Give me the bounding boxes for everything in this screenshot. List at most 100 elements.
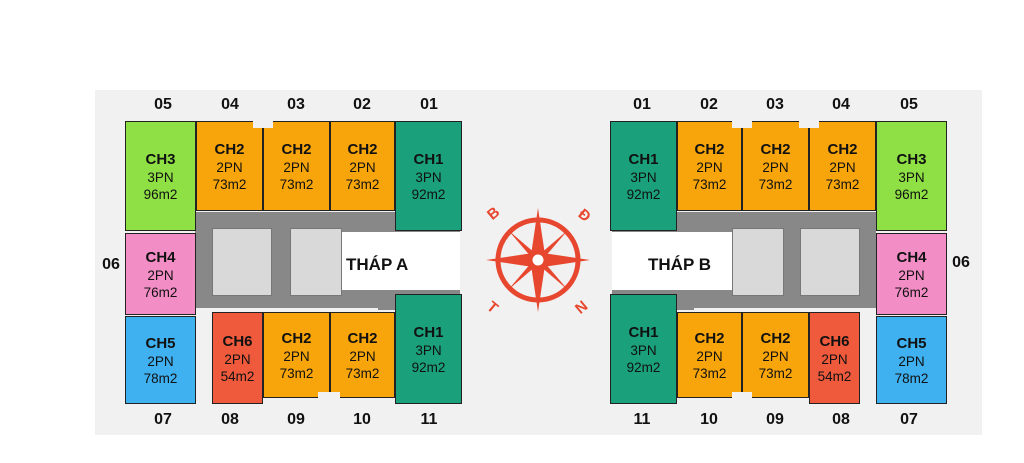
unit-rooms: 2PN: [349, 348, 376, 364]
apartment-unit-ch3[interactable]: CH3 3PN 96m2: [125, 121, 196, 231]
apartment-unit-ch2[interactable]: CH2 2PN 73m2: [196, 121, 263, 211]
compass-point-south: [531, 260, 545, 312]
unit-rooms: 2PN: [898, 267, 925, 283]
unit-area: 76m2: [143, 284, 178, 300]
apartment-unit-ch4[interactable]: CH4 2PN 76m2: [876, 233, 947, 315]
tower-a-unit-number: 06: [102, 256, 120, 273]
tower-b-unit-number: 05: [900, 96, 918, 113]
apartment-unit-ch2[interactable]: CH2 2PN 73m2: [742, 312, 809, 398]
apartment-unit-ch1[interactable]: CH1 3PN 92m2: [610, 121, 677, 231]
tower-b-unit-number: 08: [832, 411, 850, 428]
unit-code: CH1: [628, 323, 659, 341]
apartment-unit-ch2[interactable]: CH2 2PN 73m2: [677, 121, 742, 211]
apartment-unit-ch1[interactable]: CH1 3PN 92m2: [610, 294, 677, 404]
apartment-unit-ch6[interactable]: CH6 2PN 54m2: [212, 312, 263, 404]
unit-rooms: 3PN: [147, 169, 174, 185]
compass-point-west: [486, 253, 538, 267]
tower-a-unit-number: 03: [287, 96, 305, 113]
tower-a-elevator-2: [290, 228, 342, 296]
tower-b-elevator-1: [732, 228, 784, 296]
unit-area: 78m2: [894, 370, 929, 386]
unit-code: CH2: [214, 140, 245, 158]
tower-a-elevator-1: [212, 228, 272, 296]
unit-rooms: 2PN: [147, 353, 174, 369]
tower-b-unit-number: 06: [952, 254, 970, 271]
unit-area: 54m2: [220, 368, 255, 384]
apartment-unit-ch1[interactable]: CH1 3PN 92m2: [395, 121, 462, 231]
apartment-unit-ch2[interactable]: CH2 2PN 73m2: [330, 121, 395, 211]
unit-code: CH5: [896, 334, 927, 352]
unit-code: CH1: [628, 150, 659, 168]
unit-area: 73m2: [758, 176, 793, 192]
unit-area: 73m2: [345, 365, 380, 381]
unit-rooms: 2PN: [349, 159, 376, 175]
facade-notch: [732, 392, 752, 400]
unit-code: CH1: [413, 150, 444, 168]
tower-b-unit-number: 01: [633, 96, 651, 113]
unit-code: CH6: [819, 332, 850, 350]
compass-label-west: T: [483, 298, 501, 317]
unit-code: CH6: [222, 332, 253, 350]
unit-rooms: 2PN: [696, 159, 723, 175]
tower-a-unit-number: 04: [221, 96, 239, 113]
unit-area: 92m2: [626, 186, 661, 202]
unit-code: CH2: [347, 329, 378, 347]
unit-area: 92m2: [411, 359, 446, 375]
facade-notch: [732, 120, 752, 128]
tower-b-unit-number: 07: [900, 411, 918, 428]
apartment-unit-ch2[interactable]: CH2 2PN 73m2: [809, 121, 876, 211]
apartment-unit-ch5[interactable]: CH5 2PN 78m2: [125, 316, 196, 404]
unit-rooms: 3PN: [630, 342, 657, 358]
compass-rose-icon: B Đ T N: [483, 204, 594, 318]
compass-point-north: [531, 208, 545, 260]
unit-rooms: 2PN: [216, 159, 243, 175]
tower-a-unit-number: 10: [353, 411, 371, 428]
unit-rooms: 2PN: [224, 351, 251, 367]
unit-area: 73m2: [692, 365, 727, 381]
unit-area: 73m2: [692, 176, 727, 192]
apartment-unit-ch2[interactable]: CH2 2PN 73m2: [263, 312, 330, 398]
tower-a-unit-number: 05: [154, 96, 172, 113]
facade-notch: [799, 120, 819, 128]
compass-point-ne: [538, 230, 568, 260]
tower-b-unit-number: 11: [633, 411, 651, 428]
unit-code: CH2: [760, 140, 791, 158]
apartment-unit-ch2[interactable]: CH2 2PN 73m2: [330, 312, 395, 398]
unit-area: 92m2: [411, 186, 446, 202]
unit-area: 73m2: [825, 176, 860, 192]
unit-code: CH1: [413, 323, 444, 341]
apartment-unit-ch2[interactable]: CH2 2PN 73m2: [742, 121, 809, 211]
unit-rooms: 3PN: [898, 169, 925, 185]
apartment-unit-ch3[interactable]: CH3 3PN 96m2: [876, 121, 947, 231]
unit-code: CH2: [281, 140, 312, 158]
compass-point-se: [538, 260, 568, 290]
apartment-unit-ch6[interactable]: CH6 2PN 54m2: [809, 312, 860, 404]
tower-b-label: THÁP B: [648, 255, 711, 274]
compass-point-nw: [508, 230, 538, 260]
apartment-unit-ch1[interactable]: CH1 3PN 92m2: [395, 294, 462, 404]
tower-b-unit-number: 10: [700, 411, 718, 428]
unit-rooms: 2PN: [147, 267, 174, 283]
unit-code: CH3: [145, 150, 176, 168]
unit-rooms: 2PN: [283, 348, 310, 364]
apartment-unit-ch5[interactable]: CH5 2PN 78m2: [876, 316, 947, 404]
compass-label-east: Đ: [575, 206, 594, 226]
tower-a-lobby: [340, 232, 460, 290]
tower-a-unit-number: 08: [221, 411, 239, 428]
apartment-unit-ch2[interactable]: CH2 2PN 73m2: [677, 312, 742, 398]
unit-code: CH2: [281, 329, 312, 347]
unit-rooms: 3PN: [415, 342, 442, 358]
unit-area: 96m2: [894, 186, 929, 202]
unit-area: 73m2: [212, 176, 247, 192]
apartment-unit-ch2[interactable]: CH2 2PN 73m2: [263, 121, 330, 211]
tower-b-unit-number: 03: [766, 96, 784, 113]
unit-rooms: 2PN: [898, 353, 925, 369]
unit-code: CH2: [694, 329, 725, 347]
tower-b-unit-number: 09: [766, 411, 784, 428]
tower-a-unit-number: 07: [154, 411, 172, 428]
apartment-unit-ch4[interactable]: CH4 2PN 76m2: [125, 233, 196, 315]
compass-point-sw: [508, 260, 538, 290]
compass-center: [529, 251, 547, 269]
unit-code: CH3: [896, 150, 927, 168]
compass-label-south: N: [572, 298, 591, 318]
